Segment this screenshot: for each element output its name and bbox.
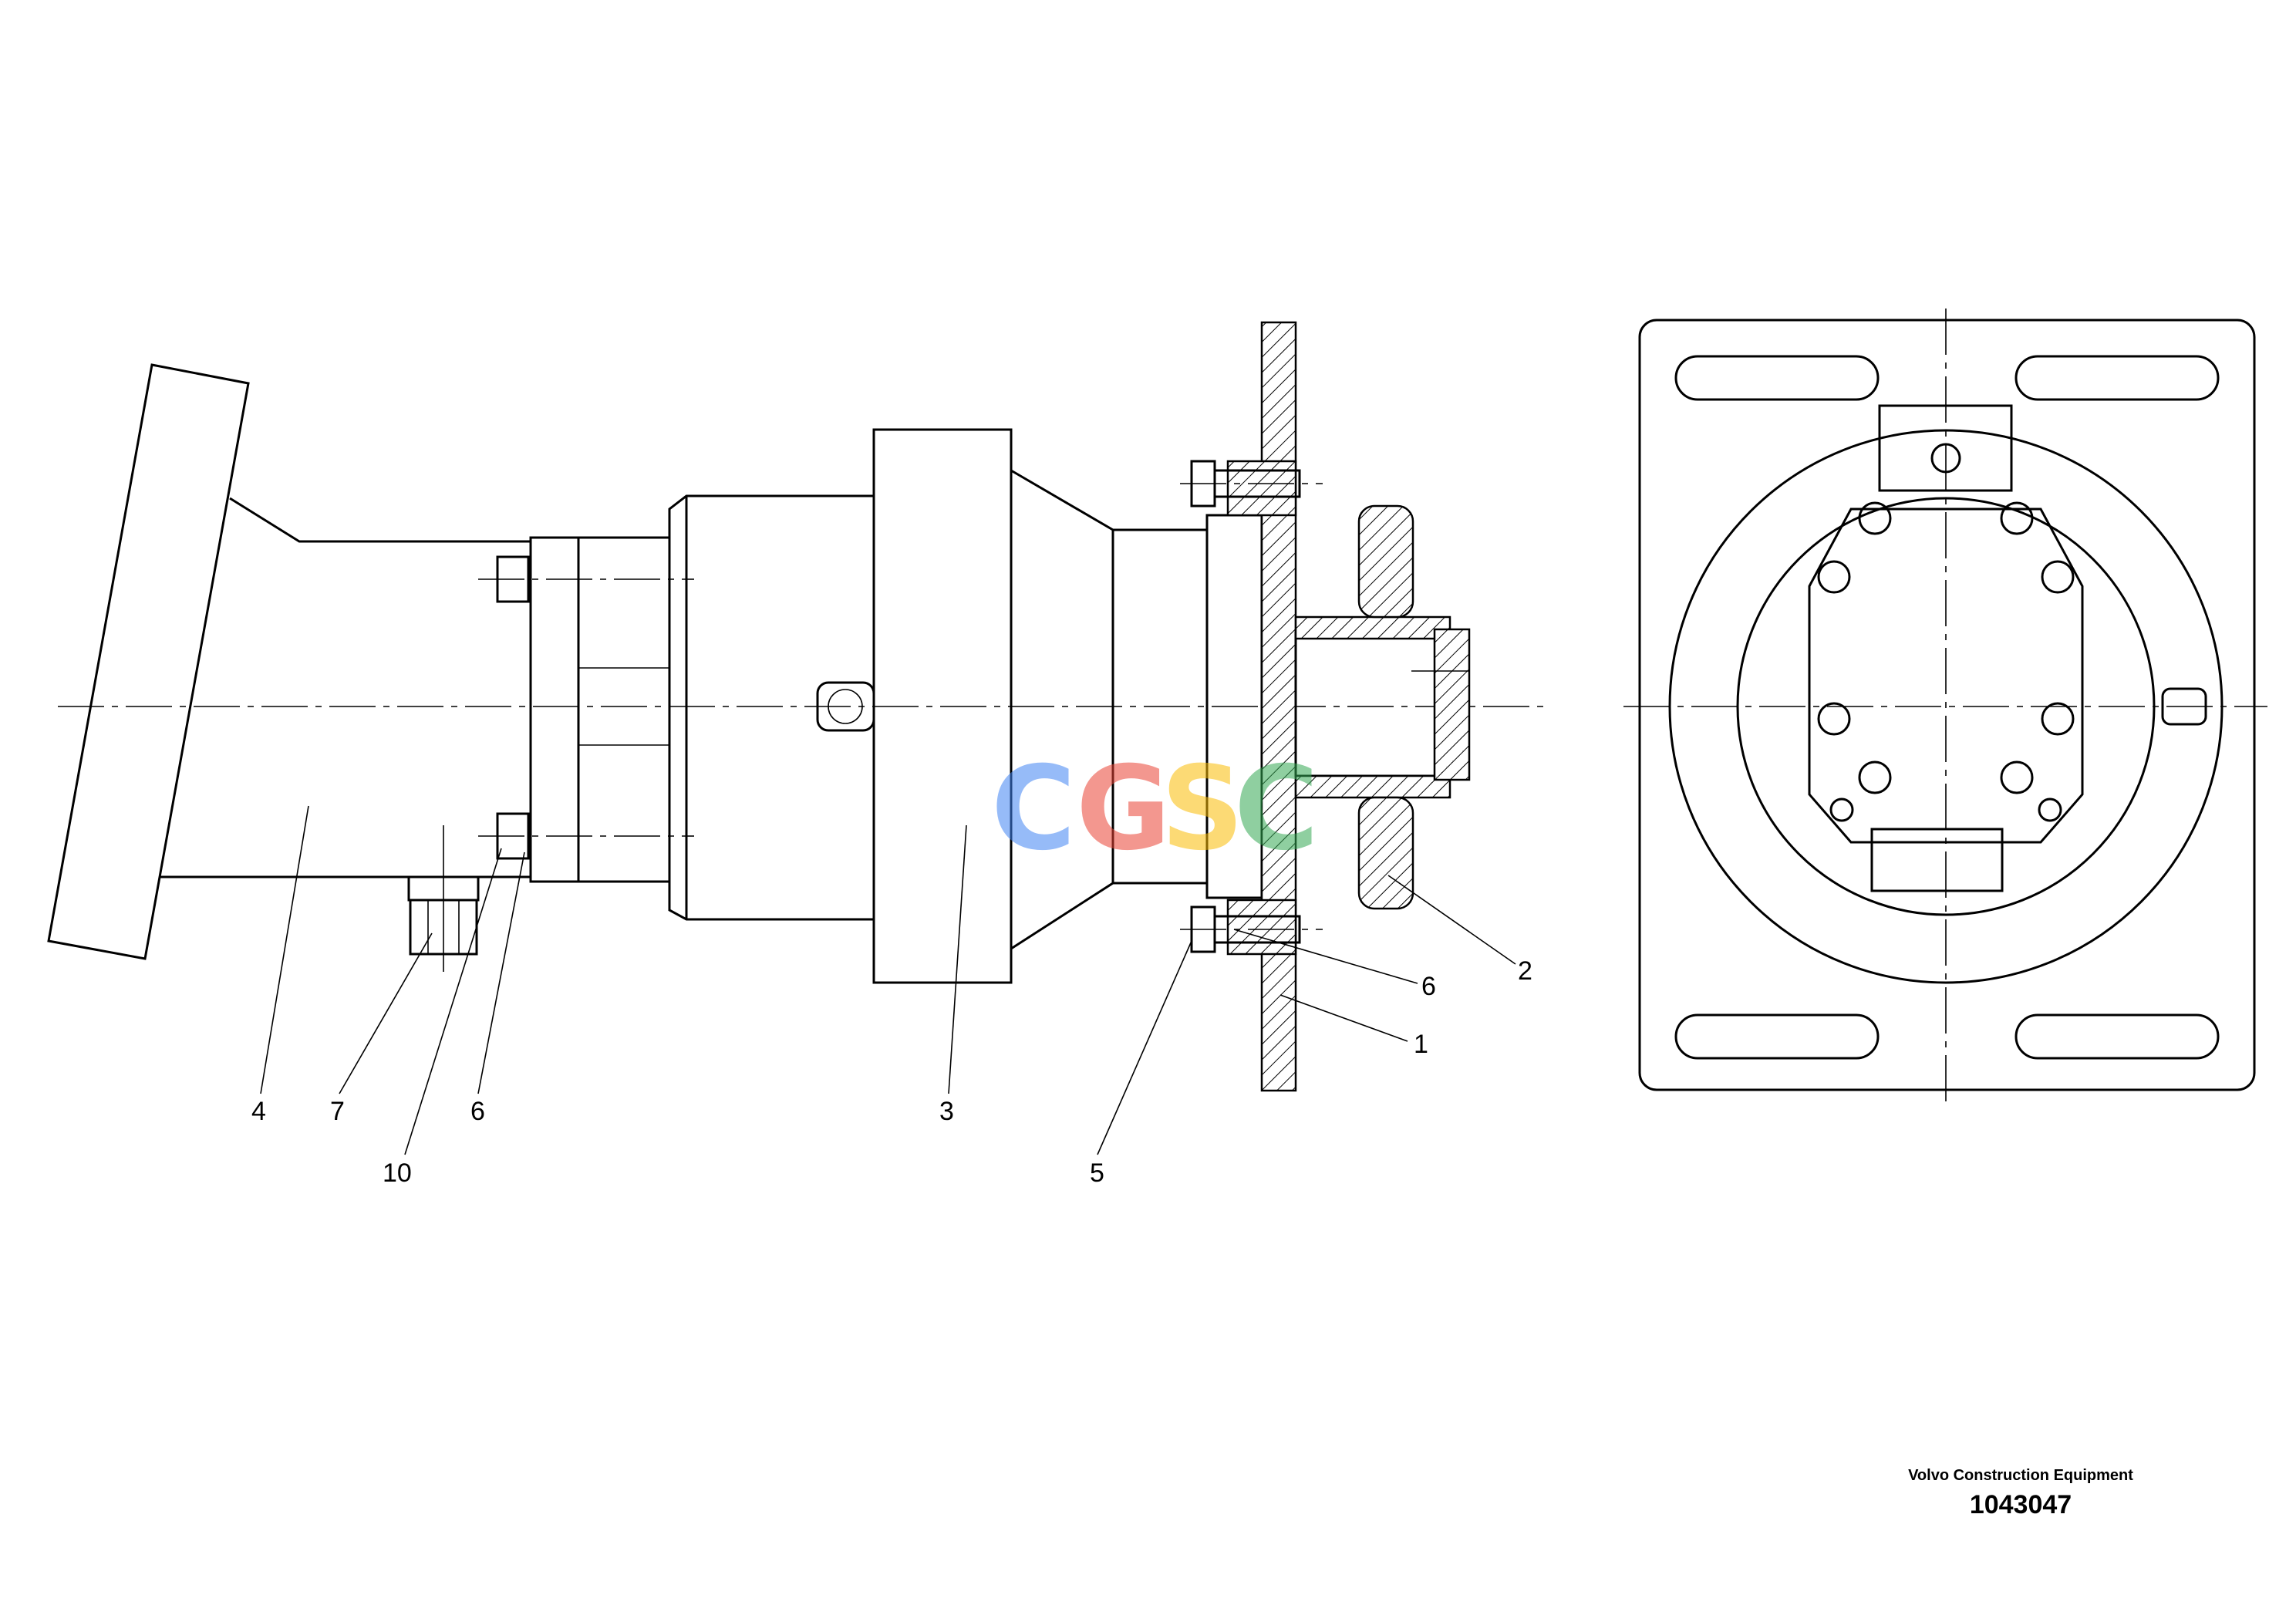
plug-face <box>828 689 863 724</box>
callout-7: 7 <box>330 1097 345 1126</box>
leader-10 <box>404 848 502 1155</box>
front-bolt-1 <box>1858 501 1892 535</box>
watermark-letter-3: S <box>1161 742 1244 876</box>
bracket-bolt-shank-upper <box>1213 469 1301 498</box>
hub-lower <box>1294 774 1451 799</box>
front-bolt-8 <box>2000 760 2034 794</box>
leader-5 <box>1097 940 1192 1155</box>
callout-5: 5 <box>1090 1158 1104 1188</box>
callouts: 4 7 10 6 3 5 6 1 2 <box>251 956 1532 1188</box>
watermark-letter-1: C <box>991 742 1076 876</box>
plug-front <box>2161 687 2207 726</box>
callout-6-right: 6 <box>1421 972 1436 1001</box>
gearbox-cone <box>1010 469 1114 950</box>
leader-7 <box>339 932 433 1094</box>
leader-6-left <box>477 851 525 1094</box>
hub-end <box>1433 628 1471 781</box>
front-bolt-6 <box>2041 702 2075 736</box>
callout-1: 1 <box>1414 1030 1428 1059</box>
front-bolt-7 <box>1858 760 1892 794</box>
leader-3 <box>948 824 967 1094</box>
callout-4: 4 <box>251 1097 266 1126</box>
side-view <box>47 321 1550 1092</box>
sprocket-lower <box>1357 796 1414 910</box>
front-bolt-2 <box>2000 501 2034 535</box>
motor-flange-plate <box>47 363 250 960</box>
motor-port-top-bolt <box>1930 443 1961 474</box>
gearbox-body-circle <box>1736 497 2156 916</box>
front-bolt-5 <box>1817 702 1851 736</box>
title-block-drawing-number: 1043047 <box>1969 1490 2072 1519</box>
callout-10: 10 <box>383 1158 412 1188</box>
leader-6-right <box>1233 929 1418 984</box>
gearbox-flange-circle <box>1668 429 2224 984</box>
mounting-slot-bottom-left <box>1674 1013 1880 1060</box>
adapter-flange <box>529 536 580 883</box>
title-block: Volvo Construction Equipment 1043047 <box>1897 1465 2144 1520</box>
bolt-head-upper <box>496 555 530 603</box>
bolt-head-lower <box>496 812 530 860</box>
front-bolt-4 <box>2041 560 2075 594</box>
mounting-slot-top-left <box>1674 355 1880 401</box>
mounting-slot-bottom-right <box>2014 1013 2220 1060</box>
callout-6-left: 6 <box>470 1097 485 1126</box>
adapter-block <box>577 536 671 883</box>
watermark: C G S C <box>991 742 1319 876</box>
front-bolt-3 <box>1817 560 1851 594</box>
motor-port-top <box>1878 404 2013 492</box>
watermark-letter-4: C <box>1234 742 1319 876</box>
callout-3: 3 <box>939 1097 954 1126</box>
leader-4 <box>260 805 309 1094</box>
gearbox-housing <box>668 494 875 921</box>
motor-port-bottom <box>1870 828 2004 892</box>
front-bolt-9 <box>1829 798 1854 822</box>
watermark-letter-2: G <box>1076 742 1171 876</box>
mounting-slot-top-right <box>2014 355 2220 401</box>
front-bolt-10 <box>2038 798 2062 822</box>
gearbox-flange-ring <box>872 428 1013 984</box>
front-view <box>1623 309 2267 1107</box>
leader-2 <box>1387 875 1516 965</box>
sprocket-upper <box>1357 504 1414 619</box>
bracket-bolt-shank-lower <box>1213 915 1301 944</box>
title-block-company: Volvo Construction Equipment <box>1908 1467 2133 1484</box>
hub-upper <box>1294 615 1451 640</box>
mounting-bracket <box>1260 321 1297 1092</box>
bracket-plate-front <box>1638 319 2256 1091</box>
leader-1 <box>1279 994 1408 1042</box>
leader-lines <box>260 805 1516 1155</box>
callout-2: 2 <box>1518 956 1532 986</box>
motor-body <box>160 497 532 878</box>
motor-front-outline <box>1808 508 2084 844</box>
bracket-washer-lower <box>1226 899 1297 956</box>
